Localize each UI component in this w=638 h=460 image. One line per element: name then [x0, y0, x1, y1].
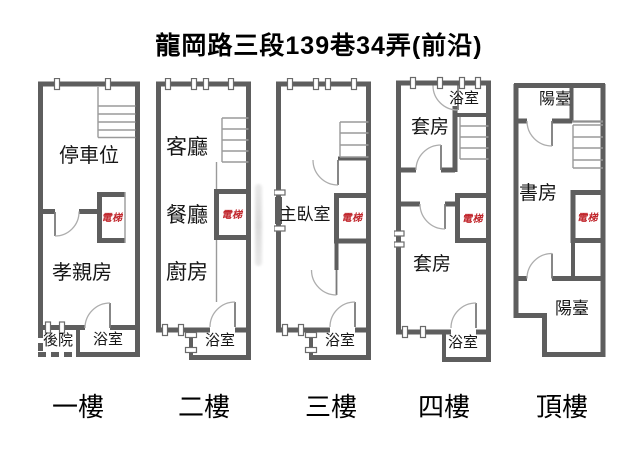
floor-name-2: 二樓 [177, 392, 230, 422]
room-label-backyard: 後院 [42, 332, 73, 349]
room-label-living: 客廳 [166, 136, 208, 159]
floor-2-walls-svg [156, 78, 251, 360]
page-title: 龍岡路三段139巷34弄(前沿) [155, 32, 483, 60]
floor-name-top: 頂樓 [535, 392, 588, 422]
room-label-bathroom: 浴室 [92, 331, 123, 348]
room-label-bathroom-lower: 浴室 [447, 334, 478, 351]
room-label-bathroom: 浴室 [204, 332, 235, 349]
room-label-suite-lower: 套房 [412, 254, 451, 275]
floor-name-4: 四樓 [417, 392, 470, 422]
floor-name-3: 三樓 [304, 392, 357, 422]
room-label-suite-upper: 套房 [410, 117, 449, 138]
room-label-bathroom: 浴室 [324, 332, 355, 349]
room-label-balcony-upper: 陽臺 [538, 91, 571, 108]
elevator-label: 電梯 [101, 213, 123, 224]
room-label-master-bedroom: 主臥室 [279, 205, 331, 224]
room-label-parking: 停車位 [59, 145, 119, 167]
elevator-label: 電梯 [462, 214, 483, 225]
floorplan-floor-top: 陽臺 書房 陽臺 電梯 [512, 80, 610, 364]
watermark [255, 184, 262, 266]
room-label-bathroom-upper: 浴室 [448, 90, 479, 107]
elevator-label: 電梯 [221, 210, 243, 221]
floorplan-floor-3: 主臥室 浴室 電梯 [274, 78, 374, 364]
room-label-dining: 餐廳 [166, 204, 208, 227]
floorplan-floor-2: 客廳 餐廳 廚房 浴室 電梯 [154, 78, 254, 364]
elevator-label: 電梯 [341, 213, 363, 224]
elevator-label: 電梯 [577, 213, 598, 224]
floor-top-walls-svg [513, 83, 606, 357]
floorplan-floor-1: 停車位 孝親房 後院 浴室 電梯 [36, 78, 142, 360]
floor-4-walls-svg [394, 76, 491, 362]
floorplan-floor-4: 套房 浴室 套房 浴室 電梯 [394, 76, 494, 366]
room-label-balcony-lower: 陽臺 [555, 299, 589, 318]
floor-3-walls-svg [274, 78, 371, 360]
floor-name-1: 一樓 [51, 392, 104, 422]
room-label-parents-room: 孝親房 [52, 262, 112, 284]
room-label-study: 書房 [518, 183, 557, 204]
room-label-kitchen: 廚房 [166, 261, 208, 284]
floor-1-walls-svg [38, 78, 140, 357]
